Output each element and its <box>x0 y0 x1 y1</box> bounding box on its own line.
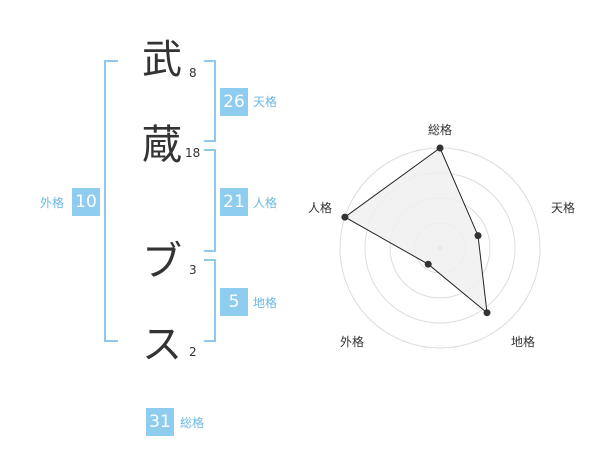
radar-point-1 <box>436 144 444 152</box>
radar-axis-label-gaikaku: 外格 <box>340 335 365 349</box>
stroke-count-3: 3 <box>189 263 197 277</box>
radar-axis-label-tenkaku: 天格 <box>551 201 576 215</box>
name-char-3: ブ <box>142 239 182 285</box>
name-char-1: 武 <box>142 37 182 83</box>
jinkaku-label: 人格 <box>253 196 278 210</box>
gaikaku-bracket <box>104 60 118 342</box>
soukaku-value-badge: 31 <box>146 408 174 436</box>
jinkaku-bracket <box>204 149 216 252</box>
gaikaku-label: 外格 <box>40 196 65 210</box>
tenkaku-value-badge: 26 <box>220 88 248 116</box>
gaikaku-value-badge: 10 <box>72 188 100 216</box>
radar-axis-label-jinkaku: 人格 <box>308 201 333 215</box>
name-char-2: 蔵 <box>142 122 182 168</box>
soukaku-label: 総格 <box>180 416 205 430</box>
tenkaku-bracket <box>204 60 216 142</box>
stroke-count-2: 18 <box>185 146 201 160</box>
tenkaku-label: 天格 <box>253 95 278 109</box>
chikaku-label: 地格 <box>253 296 278 310</box>
stroke-count-4: 2 <box>189 345 197 359</box>
radar-series-polygon <box>343 147 488 314</box>
radar-axis-label-soukaku: 総格 <box>428 123 453 137</box>
stroke-count-1: 8 <box>189 66 197 80</box>
radar-point-3 <box>483 309 491 317</box>
radar-axis-label-chikaku: 地格 <box>511 335 536 349</box>
chikaku-bracket <box>204 259 216 342</box>
jinkaku-value-badge: 21 <box>220 188 248 216</box>
radar-point-5 <box>341 213 349 221</box>
name-char-4: ス <box>142 322 182 368</box>
chikaku-value-badge: 5 <box>220 288 248 316</box>
radar-point-2 <box>474 232 482 240</box>
radar-point-4 <box>424 260 432 268</box>
